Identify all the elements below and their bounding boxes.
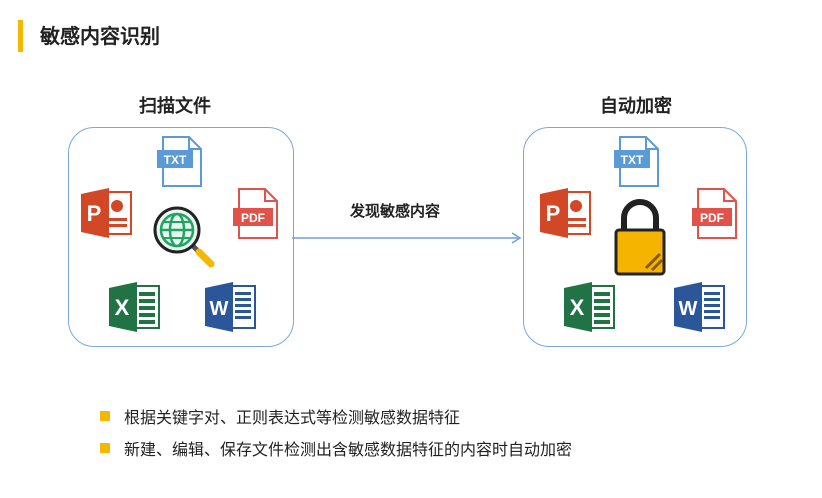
word-label: W bbox=[210, 298, 229, 320]
txt-file-icon: TXT bbox=[614, 136, 659, 187]
txt-label: TXT bbox=[621, 153, 644, 167]
pdf-file-icon: PDF bbox=[233, 188, 278, 239]
word-file-icon: W bbox=[674, 282, 725, 332]
ppt-file-icon: P bbox=[81, 188, 132, 238]
excel-label: X bbox=[570, 295, 585, 320]
excel-file-icon: X bbox=[564, 282, 615, 332]
globe-magnifier-icon bbox=[153, 206, 215, 268]
ppt-file-icon: P bbox=[540, 188, 591, 238]
bullet-text: 根据关键字对、正则表达式等检测敏感数据特征 bbox=[124, 408, 461, 427]
arrow-label: 发现敏感内容 bbox=[350, 202, 441, 220]
bullet-item: 新建、编辑、保存文件检测出含敏感数据特征的内容时自动加密 bbox=[100, 432, 572, 464]
pdf-label: PDF bbox=[241, 211, 265, 225]
title-accent-bar bbox=[18, 20, 23, 52]
bullet-square-icon bbox=[100, 411, 110, 421]
padlock-icon bbox=[614, 199, 666, 276]
bullet-text: 新建、编辑、保存文件检测出含敏感数据特征的内容时自动加密 bbox=[124, 440, 573, 459]
bullet-item: 根据关键字对、正则表达式等检测敏感数据特征 bbox=[100, 400, 572, 432]
bullet-square-icon bbox=[100, 443, 110, 453]
excel-label: X bbox=[115, 295, 130, 320]
flow-arrow bbox=[292, 232, 522, 244]
ppt-label: P bbox=[87, 201, 102, 226]
pdf-label: PDF bbox=[700, 211, 724, 225]
pdf-file-icon: PDF bbox=[692, 188, 737, 239]
scan-files-panel: TXT P PDF X bbox=[68, 127, 294, 347]
auto-encrypt-label: 自动加密 bbox=[600, 96, 672, 117]
excel-file-icon: X bbox=[109, 282, 160, 332]
word-label: W bbox=[679, 298, 698, 320]
ppt-label: P bbox=[546, 201, 561, 226]
txt-file-icon: TXT bbox=[157, 136, 202, 187]
bullet-list: 根据关键字对、正则表达式等检测敏感数据特征 新建、编辑、保存文件检测出含敏感数据… bbox=[100, 400, 572, 464]
txt-label: TXT bbox=[164, 153, 187, 167]
word-file-icon: W bbox=[205, 282, 256, 332]
page-title: 敏感内容识别 bbox=[40, 24, 160, 48]
scan-files-label: 扫描文件 bbox=[139, 96, 211, 117]
auto-encrypt-panel: TXT P PDF X bbox=[523, 127, 747, 347]
